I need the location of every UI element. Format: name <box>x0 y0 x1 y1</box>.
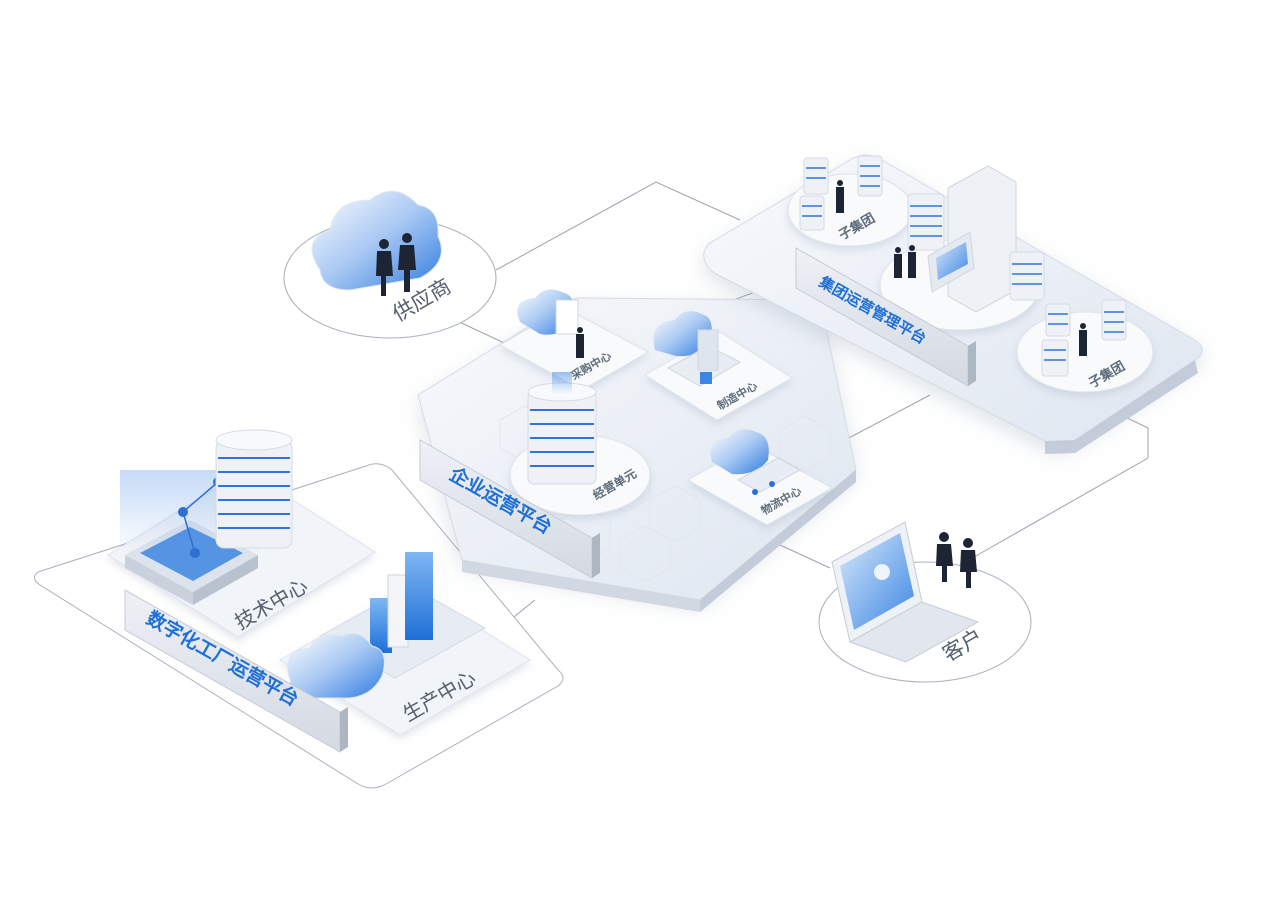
purchase-center-unit: 采购中心 <box>498 289 650 391</box>
enterprise-platform: 采购中心 制造中心 经营单元 <box>417 289 857 612</box>
factory-platform: 数字化工厂运营平台 技术中心 生产中心 <box>34 429 564 789</box>
group-platform: 子集团 <box>703 154 1203 454</box>
manufacture-center-unit: 制造中心 <box>644 311 793 421</box>
subgroup-right-unit: 子集团 <box>1016 299 1154 393</box>
logistics-center-unit: 物流中心 <box>686 429 834 526</box>
group-hq-unit <box>879 165 1045 331</box>
connector-enterprise-customer <box>779 544 831 569</box>
laptop-icon <box>831 521 980 663</box>
connector-enterprise-group-lower <box>844 394 931 441</box>
customer-people-icon <box>936 532 977 588</box>
connector-supplier-group <box>495 181 741 271</box>
enterprise-platform-base <box>417 297 857 601</box>
customer-node: 客户 <box>818 521 1032 683</box>
supplier-people-icon <box>376 233 416 296</box>
tech-server-icon <box>215 429 293 549</box>
operation-unit: 经营单元 <box>509 372 651 516</box>
supplier-node: 供应商 <box>283 190 497 339</box>
subgroup-top-unit: 子集团 <box>787 155 913 247</box>
